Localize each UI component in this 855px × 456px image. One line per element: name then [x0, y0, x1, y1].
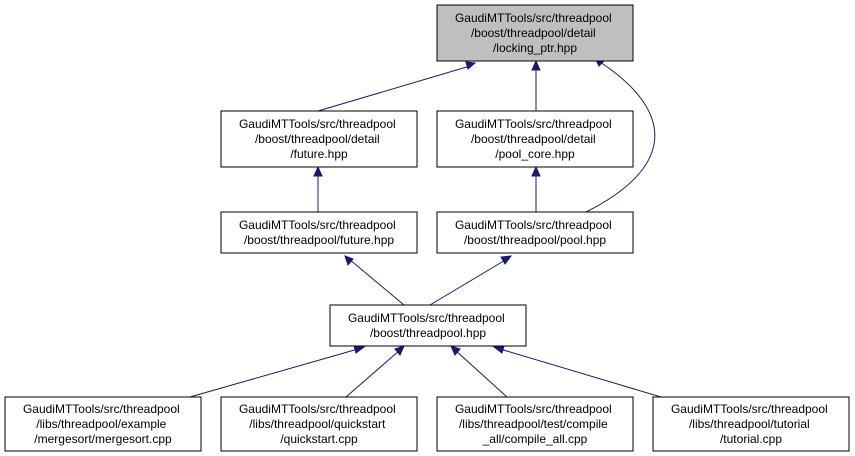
node-label-line: _all/compile_all.cpp — [482, 432, 588, 446]
node-pool-core[interactable]: GaudiMTTools/src/threadpool /boost/threa… — [436, 110, 634, 168]
node-label-line: /boost/threadpool/detail — [471, 26, 596, 40]
node-label-line: GaudiMTTools/src/threadpool — [239, 218, 396, 232]
edge-pool-to-locking-ptr — [585, 61, 656, 213]
arrowhead — [450, 345, 461, 356]
node-label: GaudiMTTools/src/threadpool /libs/thread… — [455, 402, 615, 446]
arrowhead — [344, 255, 354, 267]
node-locking-ptr[interactable]: GaudiMTTools/src/threadpool /boost/threa… — [436, 4, 634, 62]
node-box — [436, 211, 634, 254]
node-box — [652, 396, 850, 452]
node-future[interactable]: GaudiMTTools/src/threadpool /boost/threa… — [220, 211, 418, 254]
edge-compile-all-to-threadpool — [454, 349, 508, 398]
node-label: GaudiMTTools/src/threadpool /boost/threa… — [239, 117, 399, 161]
node-box — [220, 110, 418, 168]
node-label-line: GaudiMTTools/src/threadpool — [239, 117, 396, 131]
arrowhead — [465, 61, 477, 70]
node-label-line: GaudiMTTools/src/threadpool — [348, 311, 505, 325]
node-box — [4, 396, 202, 452]
node-label-line: /mergesort/mergesort.cpp — [34, 432, 172, 446]
edge-mergesort-to-threadpool — [189, 348, 359, 398]
node-label-line: GaudiMTTools/src/threadpool — [455, 218, 612, 232]
edges — [189, 57, 662, 398]
arrowhead — [531, 165, 541, 177]
node-label: GaudiMTTools/src/threadpool /libs/thread… — [239, 402, 399, 446]
node-label-line: /boost/threadpool/pool.hpp — [464, 233, 606, 247]
edge-quickstart-to-threadpool — [345, 349, 401, 398]
node-label-line: /libs/threadpool/test/compile — [459, 417, 608, 431]
node-label-line: /locking_ptr.hpp — [493, 41, 577, 55]
arrowhead — [500, 255, 513, 265]
node-mergesort[interactable]: GaudiMTTools/src/threadpool /libs/thread… — [4, 396, 202, 452]
node-label-line: /future.hpp — [290, 147, 348, 161]
node-pool[interactable]: GaudiMTTools/src/threadpool /boost/threa… — [436, 211, 634, 254]
node-label-line: GaudiMTTools/src/threadpool — [455, 402, 612, 416]
node-tutorial[interactable]: GaudiMTTools/src/threadpool /libs/thread… — [652, 396, 850, 452]
node-label-line: GaudiMTTools/src/threadpool — [455, 11, 612, 25]
node-label-line: /boost/threadpool/detail — [471, 132, 596, 146]
arrowhead — [353, 345, 366, 354]
node-label: GaudiMTTools/src/threadpool /libs/thread… — [23, 402, 183, 446]
edge-threadpool-to-future — [348, 258, 405, 306]
node-quickstart[interactable]: GaudiMTTools/src/threadpool /libs/thread… — [220, 396, 418, 452]
node-label: GaudiMTTools/src/threadpool /boost/threa… — [455, 117, 615, 161]
node-box — [329, 304, 527, 347]
node-box — [220, 396, 418, 452]
node-label-line: GaudiMTTools/src/threadpool — [455, 117, 612, 131]
node-label-line: /libs/threadpool/example — [36, 417, 166, 431]
node-label-line: /libs/threadpool/tutorial — [689, 417, 810, 431]
edge-detail-future-to-locking-ptr — [317, 65, 471, 112]
node-label-line: GaudiMTTools/src/threadpool — [671, 402, 828, 416]
node-box — [436, 4, 634, 62]
node-label: GaudiMTTools/src/threadpool /boost/threa… — [455, 218, 615, 247]
node-label: GaudiMTTools/src/threadpool /boost/threa… — [239, 218, 399, 247]
node-label-line: /pool_core.hpp — [495, 147, 575, 161]
node-label-line: /boost/threadpool/detail — [255, 132, 380, 146]
arrowhead — [492, 345, 505, 354]
node-label: GaudiMTTools/src/threadpool /libs/thread… — [671, 402, 831, 446]
node-box — [436, 396, 634, 452]
arrowhead — [531, 59, 541, 71]
arrowhead — [313, 165, 323, 177]
edge-tutorial-to-threadpool — [499, 348, 662, 398]
node-label-line: /quickstart.cpp — [280, 432, 358, 446]
node-threadpool[interactable]: GaudiMTTools/src/threadpool /boost/threa… — [329, 304, 527, 347]
node-label-line: GaudiMTTools/src/threadpool — [239, 402, 396, 416]
edge-threadpool-to-pool — [429, 258, 508, 306]
node-label: GaudiMTTools/src/threadpool /boost/threa… — [348, 311, 508, 340]
node-label-line: GaudiMTTools/src/threadpool — [23, 402, 180, 416]
node-detail-future[interactable]: GaudiMTTools/src/threadpool /boost/threa… — [220, 110, 418, 168]
node-label-line: /tutorial.cpp — [720, 432, 782, 446]
node-label-line: /boost/threadpool.hpp — [370, 326, 486, 340]
node-label-line: /boost/threadpool/future.hpp — [244, 233, 394, 247]
node-compile-all[interactable]: GaudiMTTools/src/threadpool /libs/thread… — [436, 396, 634, 452]
node-box — [220, 211, 418, 254]
arrowhead — [394, 345, 405, 356]
node-label: GaudiMTTools/src/threadpool /boost/threa… — [455, 11, 615, 55]
node-label-line: /libs/threadpool/quickstart — [249, 417, 386, 431]
node-box — [436, 110, 634, 168]
